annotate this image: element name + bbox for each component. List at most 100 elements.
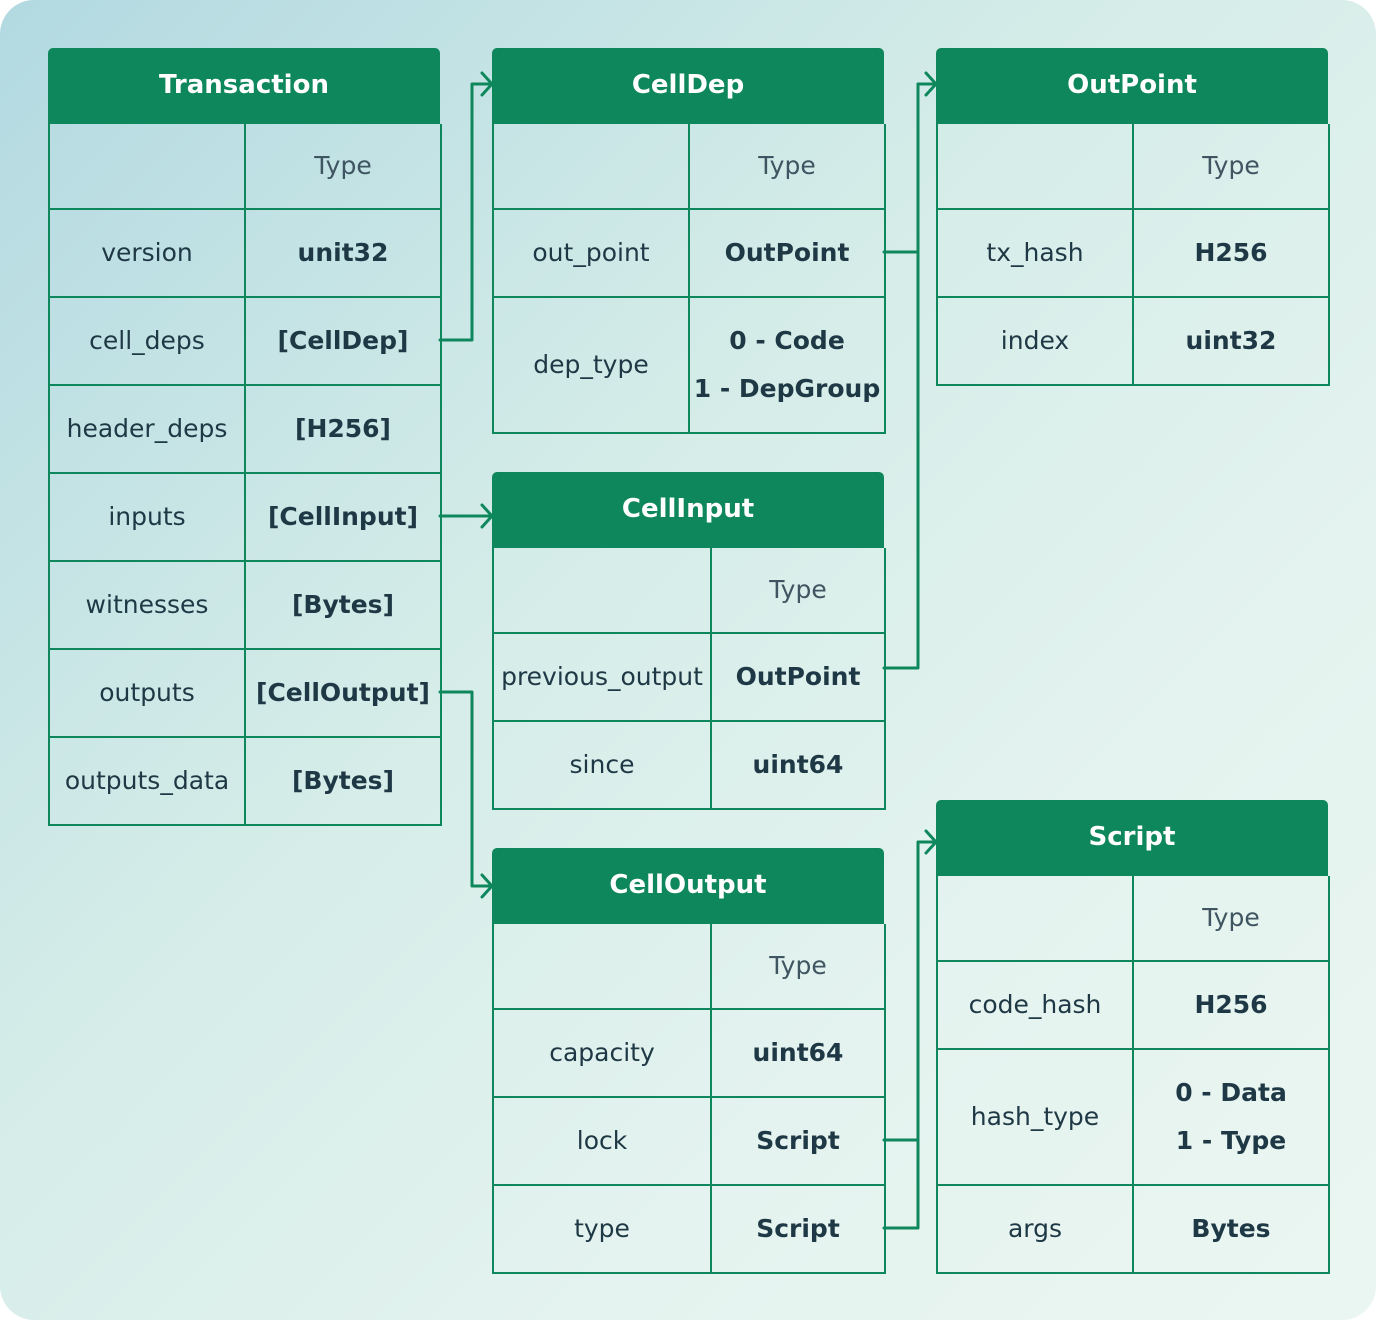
field-type: [CellInput]: [246, 474, 442, 562]
field-type-line: [CellOutput]: [256, 678, 430, 707]
field-name: version: [50, 210, 246, 298]
field-name: hash_type: [938, 1050, 1134, 1186]
field-header-cell: [494, 924, 712, 1010]
field-name: outputs_data: [50, 738, 246, 826]
field-type-line: Script: [756, 1126, 840, 1155]
field-type-line: OutPoint: [724, 238, 850, 267]
type-header-cell: Type: [1134, 124, 1330, 210]
field-type-line: H256: [1194, 990, 1268, 1019]
field-type: [CellOutput]: [246, 650, 442, 738]
arrow-head-script: [924, 829, 938, 855]
field-type: [Bytes]: [246, 738, 442, 826]
field-name: capacity: [494, 1010, 712, 1098]
arrow-head-outpoint: [924, 71, 938, 97]
field-type: [CellDep]: [246, 298, 442, 386]
field-type: H256: [1134, 210, 1330, 298]
field-type: uint64: [712, 1010, 886, 1098]
type-header-cell: Type: [690, 124, 886, 210]
field-type: uint64: [712, 722, 886, 810]
table-title: CellDep: [492, 48, 884, 122]
field-type-line: H256: [1194, 238, 1268, 267]
connector-lock-to-script: [882, 840, 938, 1142]
field-type: 0 - Code 1 - DepGroup: [690, 298, 886, 434]
field-type: uint32: [1134, 298, 1330, 386]
table-title: CellOutput: [492, 848, 884, 922]
connector-cell-deps-to-celldep: [438, 82, 494, 342]
connector-previous-output-to-outpoint: [882, 82, 920, 670]
table-title: Script: [936, 800, 1328, 874]
field-type-line: 1 - Type: [1175, 1126, 1287, 1155]
field-type-line: 1 - DepGroup: [693, 374, 881, 403]
type-header-cell: Type: [246, 124, 442, 210]
type-header-cell: Type: [1134, 876, 1330, 962]
connector-outpoint-to-outpoint: [882, 82, 938, 254]
field-type-line: uint32: [1185, 326, 1277, 355]
connector-type-to-script: [882, 1138, 920, 1230]
field-type-line: [CellInput]: [267, 502, 419, 531]
field-name: code_hash: [938, 962, 1134, 1050]
field-name: dep_type: [494, 298, 690, 434]
field-type-line: [H256]: [295, 414, 391, 443]
table-title: Transaction: [48, 48, 440, 122]
field-name: outputs: [50, 650, 246, 738]
field-type: [H256]: [246, 386, 442, 474]
table-title: OutPoint: [936, 48, 1328, 122]
table-title: CellInput: [492, 472, 884, 546]
field-type-line: uint64: [752, 750, 844, 779]
field-header-cell: [50, 124, 246, 210]
field-type: OutPoint: [712, 634, 886, 722]
field-type: H256: [1134, 962, 1330, 1050]
field-name: index: [938, 298, 1134, 386]
type-header-cell: Type: [712, 548, 886, 634]
arrow-head-celloutput: [480, 873, 494, 899]
field-name: type: [494, 1186, 712, 1274]
field-type: OutPoint: [690, 210, 886, 298]
field-name: args: [938, 1186, 1134, 1274]
field-name: lock: [494, 1098, 712, 1186]
field-type: 0 - Data 1 - Type: [1134, 1050, 1330, 1186]
arrow-head-celldep: [480, 71, 494, 97]
field-type-line: Bytes: [1191, 1214, 1271, 1243]
field-name: witnesses: [50, 562, 246, 650]
field-type-line: Script: [756, 1214, 840, 1243]
field-name: previous_output: [494, 634, 712, 722]
field-name: since: [494, 722, 712, 810]
connector-outputs-to-celloutput: [438, 690, 494, 888]
type-header-cell: Type: [712, 924, 886, 1010]
field-type: [Bytes]: [246, 562, 442, 650]
field-name: inputs: [50, 474, 246, 562]
field-type-line: [CellDep]: [277, 326, 409, 355]
arrow-head-cellinput: [480, 503, 494, 529]
field-type-line: [Bytes]: [292, 766, 394, 795]
field-name: tx_hash: [938, 210, 1134, 298]
field-type: Bytes: [1134, 1186, 1330, 1274]
field-type-line: uint64: [752, 1038, 844, 1067]
field-type-line: 0 - Code: [729, 326, 845, 355]
field-type: Script: [712, 1186, 886, 1274]
field-type-line: unit32: [297, 238, 389, 267]
field-name: out_point: [494, 210, 690, 298]
field-type-line: 0 - Data: [1175, 1078, 1287, 1107]
field-name: header_deps: [50, 386, 246, 474]
field-type-line: OutPoint: [735, 662, 861, 691]
field-type: unit32: [246, 210, 442, 298]
field-header-cell: [938, 876, 1134, 962]
field-header-cell: [494, 124, 690, 210]
field-type: Script: [712, 1098, 886, 1186]
field-type-line: [Bytes]: [292, 590, 394, 619]
field-name: cell_deps: [50, 298, 246, 386]
field-header-cell: [494, 548, 712, 634]
